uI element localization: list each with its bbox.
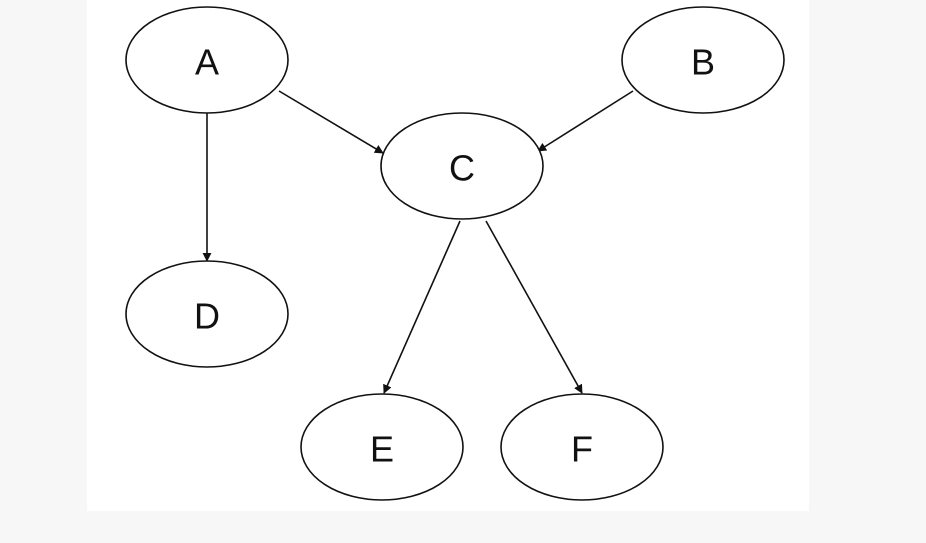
nodes-layer: A B C D E F bbox=[125, 6, 785, 501]
edges-layer bbox=[202, 90, 634, 394]
node-d-label: D bbox=[194, 296, 220, 337]
node-f: F bbox=[500, 393, 664, 501]
node-a: A bbox=[125, 6, 289, 114]
node-e-ellipse bbox=[300, 393, 464, 501]
edge-b-to-c bbox=[537, 90, 634, 152]
node-c: C bbox=[380, 112, 544, 220]
node-e: E bbox=[300, 393, 464, 501]
node-c-label: C bbox=[449, 148, 475, 189]
diagram-canvas: A B C D E F bbox=[87, 0, 809, 511]
edge-c-to-f bbox=[485, 220, 583, 394]
node-b: B bbox=[621, 6, 785, 114]
node-e-label: E bbox=[370, 429, 394, 470]
node-d: D bbox=[125, 260, 289, 368]
node-f-label: F bbox=[571, 429, 593, 470]
node-a-ellipse bbox=[125, 6, 289, 114]
node-a-label: A bbox=[195, 42, 219, 83]
node-f-ellipse bbox=[500, 393, 664, 501]
edge-c-to-e bbox=[383, 220, 461, 394]
edge-a-to-c bbox=[278, 90, 384, 154]
node-b-label: B bbox=[691, 42, 715, 83]
node-c-ellipse bbox=[380, 112, 544, 220]
node-b-ellipse bbox=[621, 6, 785, 114]
node-d-ellipse bbox=[125, 260, 289, 368]
